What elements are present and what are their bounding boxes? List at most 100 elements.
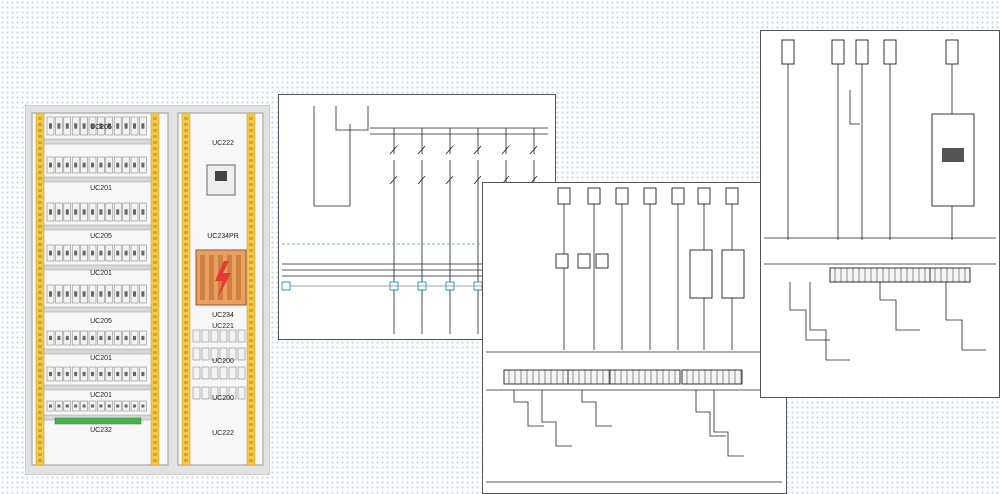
breaker-toggle [57,250,61,256]
rail-slot [184,411,188,414]
breaker-toggle [133,371,136,377]
component-symbol [587,187,601,205]
component-symbol [595,253,609,269]
breaker [228,366,237,380]
rail-slot [184,153,188,156]
rail-slot [153,411,157,414]
rail-slot [153,129,157,132]
breaker-toggle [82,404,86,408]
breaker-toggle [116,209,120,215]
rail-slot [184,459,188,462]
wire [389,145,398,155]
rail-slot [38,321,42,324]
relay-box [689,249,713,299]
rail-slot [153,447,157,450]
rail-slot [249,183,253,186]
breaker [192,329,201,343]
breaker-toggle [74,404,78,408]
rail-slot [153,357,157,360]
rail-slot [184,453,188,456]
rail-slot [184,225,188,228]
rail-slot [249,375,253,378]
breaker-toggle [65,335,69,341]
wire [335,106,369,131]
rail-slot [38,117,42,120]
busbar [209,255,214,300]
rail-slot [249,435,253,438]
cabinet-label: UC205 [90,318,112,325]
rail-slot [38,273,42,276]
breaker-toggle [99,404,103,408]
rail-slot [249,351,253,354]
rail-slot [153,171,157,174]
wire [513,390,544,427]
breaker-toggle [82,371,86,377]
rail-slot [153,345,157,348]
rail-slot [38,261,42,264]
breaker [237,386,246,400]
rail-slot [153,279,157,282]
rail-slot [249,453,253,456]
rail-slot [184,441,188,444]
rail-slot [184,369,188,372]
rail-slot [38,279,42,282]
rail-slot [249,393,253,396]
wire [417,145,426,155]
component-symbol [781,39,795,65]
rail-slot [184,429,188,432]
rail-slot [38,177,42,180]
wire [541,390,572,447]
wire [389,175,398,185]
breaker-toggle [74,123,78,129]
rail-slot [184,447,188,450]
rail-slot [38,141,42,144]
breaker [192,347,201,361]
rail-slot [153,147,157,150]
rail-slot [153,249,157,252]
rail-slot [184,345,188,348]
cabinet-label: UC200 [212,395,234,402]
rail-slot [184,141,188,144]
rail-slot [153,207,157,210]
rail-slot [153,375,157,378]
rail-slot [184,171,188,174]
rail-slot [38,147,42,150]
rail-slot [38,135,42,138]
rail-slot [249,225,253,228]
cabinet-label: UC221 [212,323,234,330]
rail-slot [153,333,157,336]
rail-slot [249,339,253,342]
cabinet-label: UC205 [90,124,112,131]
rail-slot [184,273,188,276]
rail-slot [249,123,253,126]
rail-slot [153,393,157,396]
breaker-toggle [99,250,103,256]
breaker-toggle [82,123,86,129]
rail-slot [38,267,42,270]
rail-slot [249,411,253,414]
rail-slot [38,243,42,246]
component-symbol [555,253,569,269]
breaker [210,386,219,400]
rail-slot [184,423,188,426]
rail-slot [249,243,253,246]
cabinet-label: UC232 [90,427,112,434]
cabinet-label: UC222 [212,140,234,147]
rail-slot [184,357,188,360]
breaker-toggle [124,335,128,341]
rail-slot [38,237,42,240]
breaker-toggle [74,335,78,341]
breaker-toggle [116,162,120,168]
breaker-toggle [107,291,111,297]
wire [713,390,744,457]
breaker-toggle [107,209,111,215]
wire [945,282,986,351]
rail-slot [249,459,253,462]
rail-slot [153,183,157,186]
breaker-toggle [91,371,94,377]
rail-slot [249,399,253,402]
rail-slot [249,207,253,210]
rail-slot [153,309,157,312]
rail-slot [38,405,42,408]
rail-slot [184,123,188,126]
